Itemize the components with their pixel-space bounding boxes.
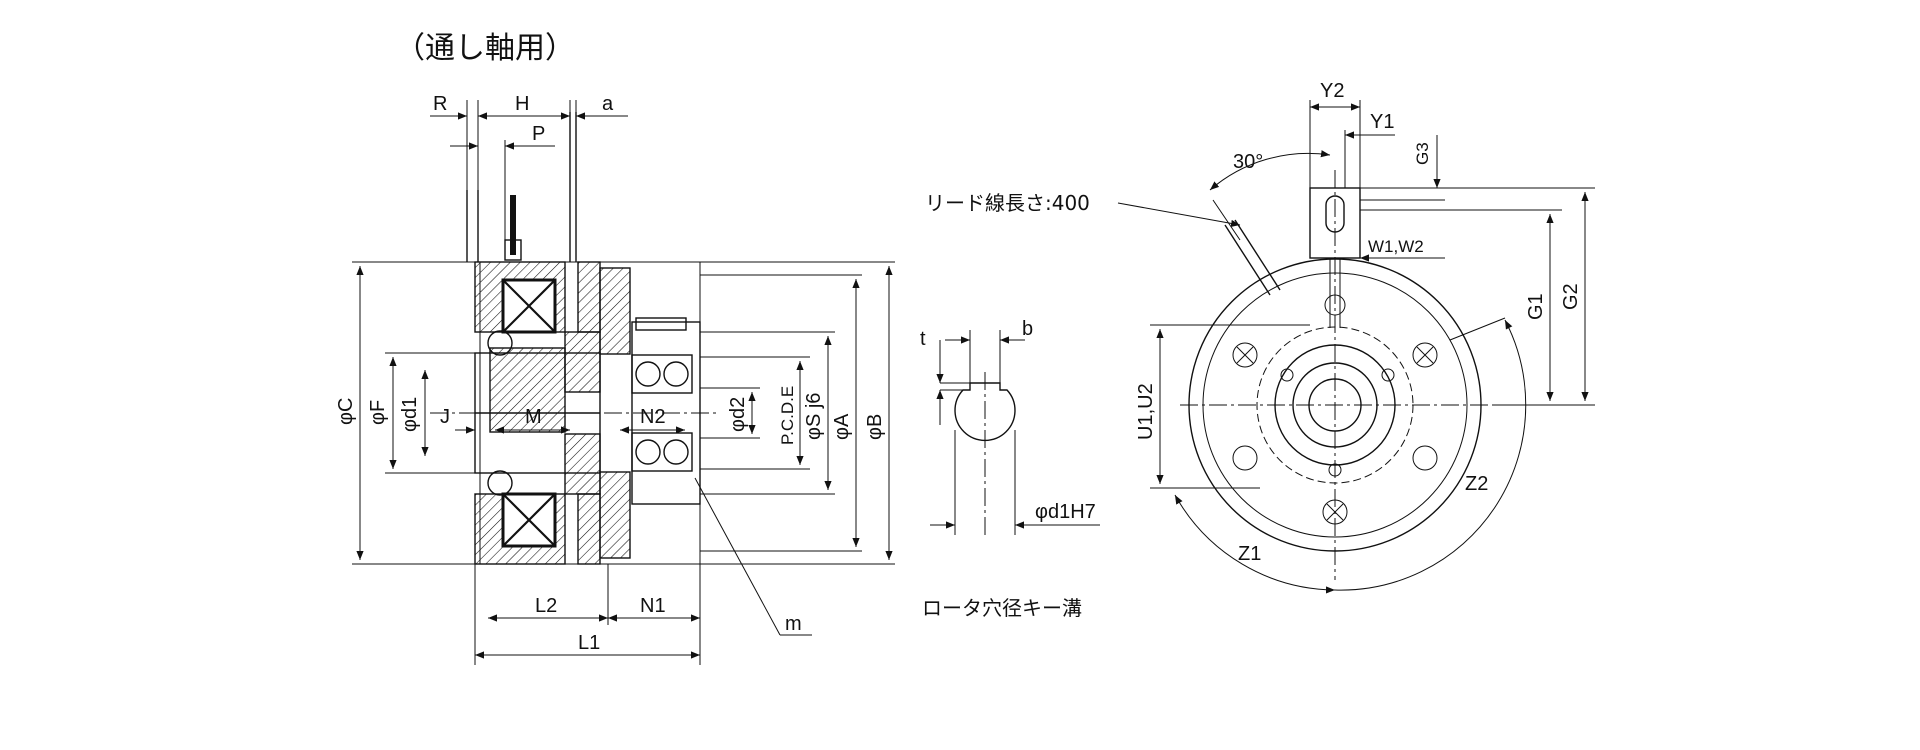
label-m: m: [785, 613, 802, 635]
label-a: a: [602, 93, 614, 115]
label-t: t: [920, 328, 926, 350]
label-G1: G1: [1525, 293, 1547, 320]
label-G2: G2: [1560, 283, 1582, 310]
label-phid1H7: φd1H7: [1035, 501, 1096, 523]
label-phiSj6: φS j6: [803, 393, 825, 440]
label-phid1: φd1: [399, 397, 421, 432]
label-lead-length: リード線長さ:400: [925, 191, 1090, 215]
label-N1: N1: [640, 595, 666, 617]
label-phiB: φB: [864, 414, 886, 440]
keyway-view: t b φd1H7 ロータ穴径キー溝: [920, 318, 1100, 620]
label-G3: G3: [1413, 142, 1432, 165]
label-H: H: [515, 93, 529, 115]
label-L1: L1: [578, 632, 600, 654]
label-L2: L2: [535, 595, 557, 617]
label-Y2: Y2: [1320, 80, 1344, 102]
label-phiA: φA: [831, 413, 853, 440]
label-Z1: Z1: [1238, 543, 1261, 565]
label-R: R: [433, 93, 447, 115]
label-J: J: [440, 406, 450, 428]
keyway-caption: ロータ穴径キー溝: [922, 596, 1082, 620]
label-W: W1,W2: [1368, 237, 1424, 256]
label-Y1: Y1: [1370, 111, 1394, 133]
label-b: b: [1022, 318, 1033, 340]
label-U: U1,U2: [1135, 383, 1157, 440]
label-N2: N2: [640, 406, 666, 428]
label-pcde: P.C.D.E: [778, 386, 797, 445]
label-phiF: φF: [367, 400, 389, 425]
label-phiC: φC: [335, 398, 357, 425]
label-phid2: φd2: [727, 397, 749, 432]
drawing-title: （通し軸用）: [395, 31, 575, 66]
front-view: Y2 Y1 30° リード線長さ:400 G3 W1,W2 G1 G2 U1,U…: [925, 80, 1595, 594]
label-P: P: [532, 123, 545, 145]
label-30deg: 30°: [1233, 151, 1263, 173]
side-section-view: φC φF φd1 J M N2 φd2 P.C.D.E φS j6 φA φB: [335, 93, 895, 665]
label-M: M: [525, 406, 542, 428]
label-Z2: Z2: [1465, 473, 1488, 495]
